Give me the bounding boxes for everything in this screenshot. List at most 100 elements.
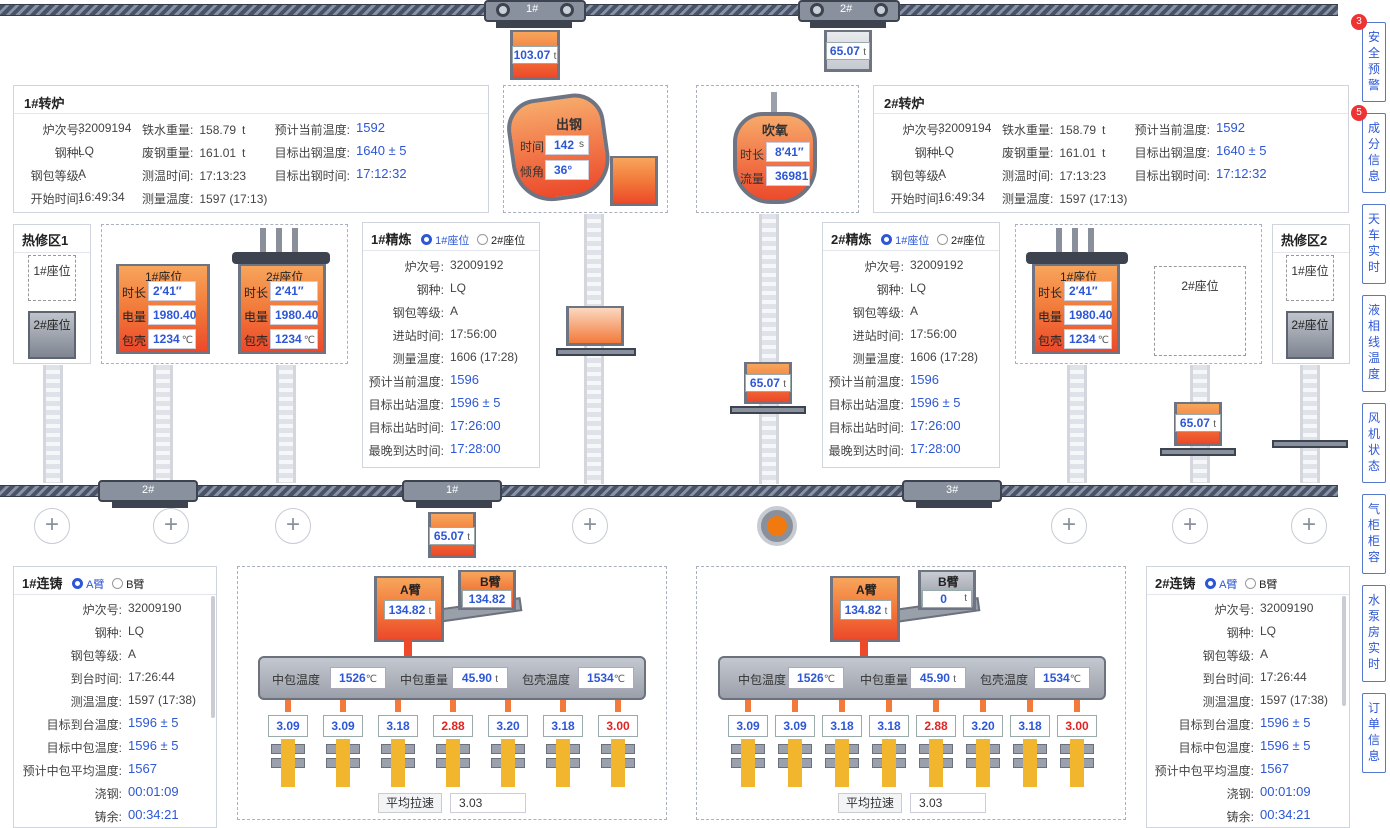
field-value: LQ bbox=[910, 281, 927, 295]
mold-speed[interactable]: 2.88 bbox=[916, 715, 956, 737]
sidebar-item-7[interactable]: 订单信息 bbox=[1362, 693, 1386, 773]
strand-connector bbox=[450, 700, 456, 712]
sidebar-item-1[interactable]: 成分信息 bbox=[1362, 113, 1386, 193]
caster-1-arm-b-radio[interactable]: B臂 bbox=[112, 578, 144, 591]
add-slot-button[interactable]: + bbox=[572, 508, 608, 544]
hot-repair-2-seat-1[interactable]: 1#座位 bbox=[1286, 255, 1334, 301]
crane-wheel bbox=[810, 3, 824, 17]
converter-field: 开始时间: bbox=[2, 190, 82, 207]
mold-speed[interactable]: 3.20 bbox=[963, 715, 1003, 737]
refining-2-seat-2-empty[interactable]: 2#座位 bbox=[1154, 266, 1246, 356]
sidebar-item-5[interactable]: 气柜柜容 bbox=[1362, 494, 1386, 574]
converter-field: 预计当前温度: bbox=[1132, 121, 1210, 138]
converter-field: 钢包等级: bbox=[2, 167, 82, 184]
field-label: 炉次号: bbox=[82, 603, 122, 617]
caster-2-scrollbar[interactable] bbox=[1342, 596, 1346, 706]
converter-field: 炉次号: bbox=[2, 121, 82, 138]
mold-speed[interactable]: 3.09 bbox=[323, 715, 363, 737]
mold-speed[interactable]: 2.88 bbox=[433, 715, 473, 737]
converter-field: 测量温度:1597 (17:13) bbox=[1002, 190, 1127, 207]
sidebar-item-2[interactable]: 天车实时 bbox=[1362, 204, 1386, 284]
converter-field-value: 16:49:34 bbox=[932, 190, 985, 204]
converter-field: 预计当前温度: bbox=[272, 121, 350, 138]
mold-speed[interactable]: 3.18 bbox=[822, 715, 862, 737]
field-label: 钢种: bbox=[416, 283, 444, 297]
add-slot-button[interactable]: + bbox=[34, 508, 70, 544]
field-label: 钢包等级: bbox=[852, 306, 904, 320]
refining-field-value: LQ bbox=[904, 281, 926, 295]
sidebar-item-4[interactable]: 风机状态 bbox=[1362, 403, 1386, 483]
refining-2-seat-1-radio[interactable]: 1#座位 bbox=[881, 234, 929, 247]
add-slot-button[interactable]: + bbox=[153, 508, 189, 544]
refining-field-value: 17:28:00 bbox=[904, 441, 961, 456]
sidebar-item-3[interactable]: 液相线温度 bbox=[1362, 295, 1386, 392]
mold-speed[interactable]: 3.09 bbox=[775, 715, 815, 737]
caster-field-value: 00:01:09 bbox=[1254, 784, 1311, 799]
caster-1-tundish-temp-label: 中包温度 bbox=[272, 673, 321, 687]
ladle-field-value: 1234℃ bbox=[1064, 329, 1112, 349]
mold-speed[interactable]: 3.18 bbox=[543, 715, 583, 737]
mold-speed[interactable]: 3.09 bbox=[728, 715, 768, 737]
electrode-icon bbox=[292, 228, 298, 254]
sidebar-item-label: 安全预警 bbox=[1367, 30, 1380, 92]
mold-speed[interactable]: 3.00 bbox=[598, 715, 638, 737]
mold-speed[interactable]: 3.20 bbox=[488, 715, 528, 737]
turret-indicator-icon[interactable] bbox=[757, 506, 797, 546]
caster-field-value: 1597 (17:38) bbox=[122, 693, 196, 707]
caster-2-arm-a-radio[interactable]: A臂 bbox=[1205, 578, 1237, 591]
moving-ladle-1[interactable] bbox=[566, 306, 624, 346]
add-slot-button[interactable]: + bbox=[275, 508, 311, 544]
field-label: 目标出站时间: bbox=[828, 421, 904, 435]
unit: ℃ bbox=[303, 335, 315, 346]
sidebar-item-6[interactable]: 水泵房实时 bbox=[1362, 585, 1386, 682]
cast-strand bbox=[741, 739, 755, 787]
field-label: 铁水重量: bbox=[142, 123, 194, 137]
hot-repair-1-seat-1[interactable]: 1#座位 bbox=[28, 255, 76, 301]
caster-2-arm-b-radio[interactable]: B臂 bbox=[1245, 578, 1277, 591]
add-slot-button[interactable]: + bbox=[1172, 508, 1208, 544]
crane-b1-trolley[interactable] bbox=[402, 480, 502, 502]
refining-1-seat-2-radio[interactable]: 2#座位 bbox=[476, 234, 525, 247]
mold-speed[interactable]: 3.18 bbox=[378, 715, 418, 737]
field-value: A bbox=[78, 167, 87, 181]
crane-b2-trolley[interactable] bbox=[98, 480, 198, 502]
unit: ℃ bbox=[181, 335, 193, 346]
crane-b1-ladle-weight: 65.07 t bbox=[429, 527, 475, 545]
caster-2-title: 2#连铸 bbox=[1155, 576, 1196, 591]
mold-speed[interactable]: 3.18 bbox=[869, 715, 909, 737]
caster-1-arm-b-weight: 134.82 bbox=[462, 590, 512, 608]
refining-2-title: 2#精炼 bbox=[831, 232, 872, 247]
field-value: 161.01 bbox=[199, 146, 237, 160]
blowing-flow-value: 36981 bbox=[766, 166, 810, 186]
field-value: 1640 ± 5 bbox=[356, 143, 407, 158]
hot-repair-2-seat-2[interactable]: 2#座位 bbox=[1286, 311, 1334, 359]
caster-1-nozzle bbox=[404, 640, 412, 662]
refining-1-seat-1-radio[interactable]: 1#座位 bbox=[421, 234, 469, 247]
refining-2-seat-2-radio[interactable]: 2#座位 bbox=[936, 234, 985, 247]
add-slot-button[interactable]: + bbox=[1291, 508, 1327, 544]
refining-field: 目标出站时间: bbox=[364, 419, 444, 436]
caster-1-scrollbar[interactable] bbox=[211, 596, 215, 718]
field-value: 00:34:21 bbox=[128, 807, 179, 822]
moving-ladle-3-car bbox=[1160, 448, 1236, 456]
converter-field-value: A bbox=[72, 167, 86, 181]
mold-speed[interactable]: 3.09 bbox=[268, 715, 308, 737]
crane-b3-trolley[interactable] bbox=[902, 480, 1002, 502]
caster-1-speed-label: 平均拉速 bbox=[378, 793, 442, 813]
caster-1-arm-a-label: A臂 bbox=[400, 583, 421, 597]
field-label: 进站时间: bbox=[392, 329, 444, 343]
hot-repair-1-seat-2[interactable]: 2#座位 bbox=[28, 311, 76, 359]
caster-1-arm-a-radio[interactable]: A臂 bbox=[72, 578, 104, 591]
caster-field: 浇钢: bbox=[1146, 785, 1254, 802]
mold-speed[interactable]: 3.00 bbox=[1057, 715, 1097, 737]
refining-2-header: 2#精炼 1#座位 2#座位 bbox=[823, 223, 999, 251]
add-slot-button[interactable]: + bbox=[1051, 508, 1087, 544]
mold-speed[interactable]: 3.18 bbox=[1010, 715, 1050, 737]
crane-1-hook bbox=[496, 22, 572, 28]
moving-ladle-2-car bbox=[730, 406, 806, 414]
caster-field: 钢种: bbox=[1146, 624, 1254, 641]
converter-field-value: LQ bbox=[932, 144, 954, 158]
field-value: 00:01:09 bbox=[128, 784, 179, 799]
field-unit: t bbox=[1102, 123, 1106, 137]
sidebar-item-0[interactable]: 安全预警 bbox=[1362, 22, 1386, 102]
